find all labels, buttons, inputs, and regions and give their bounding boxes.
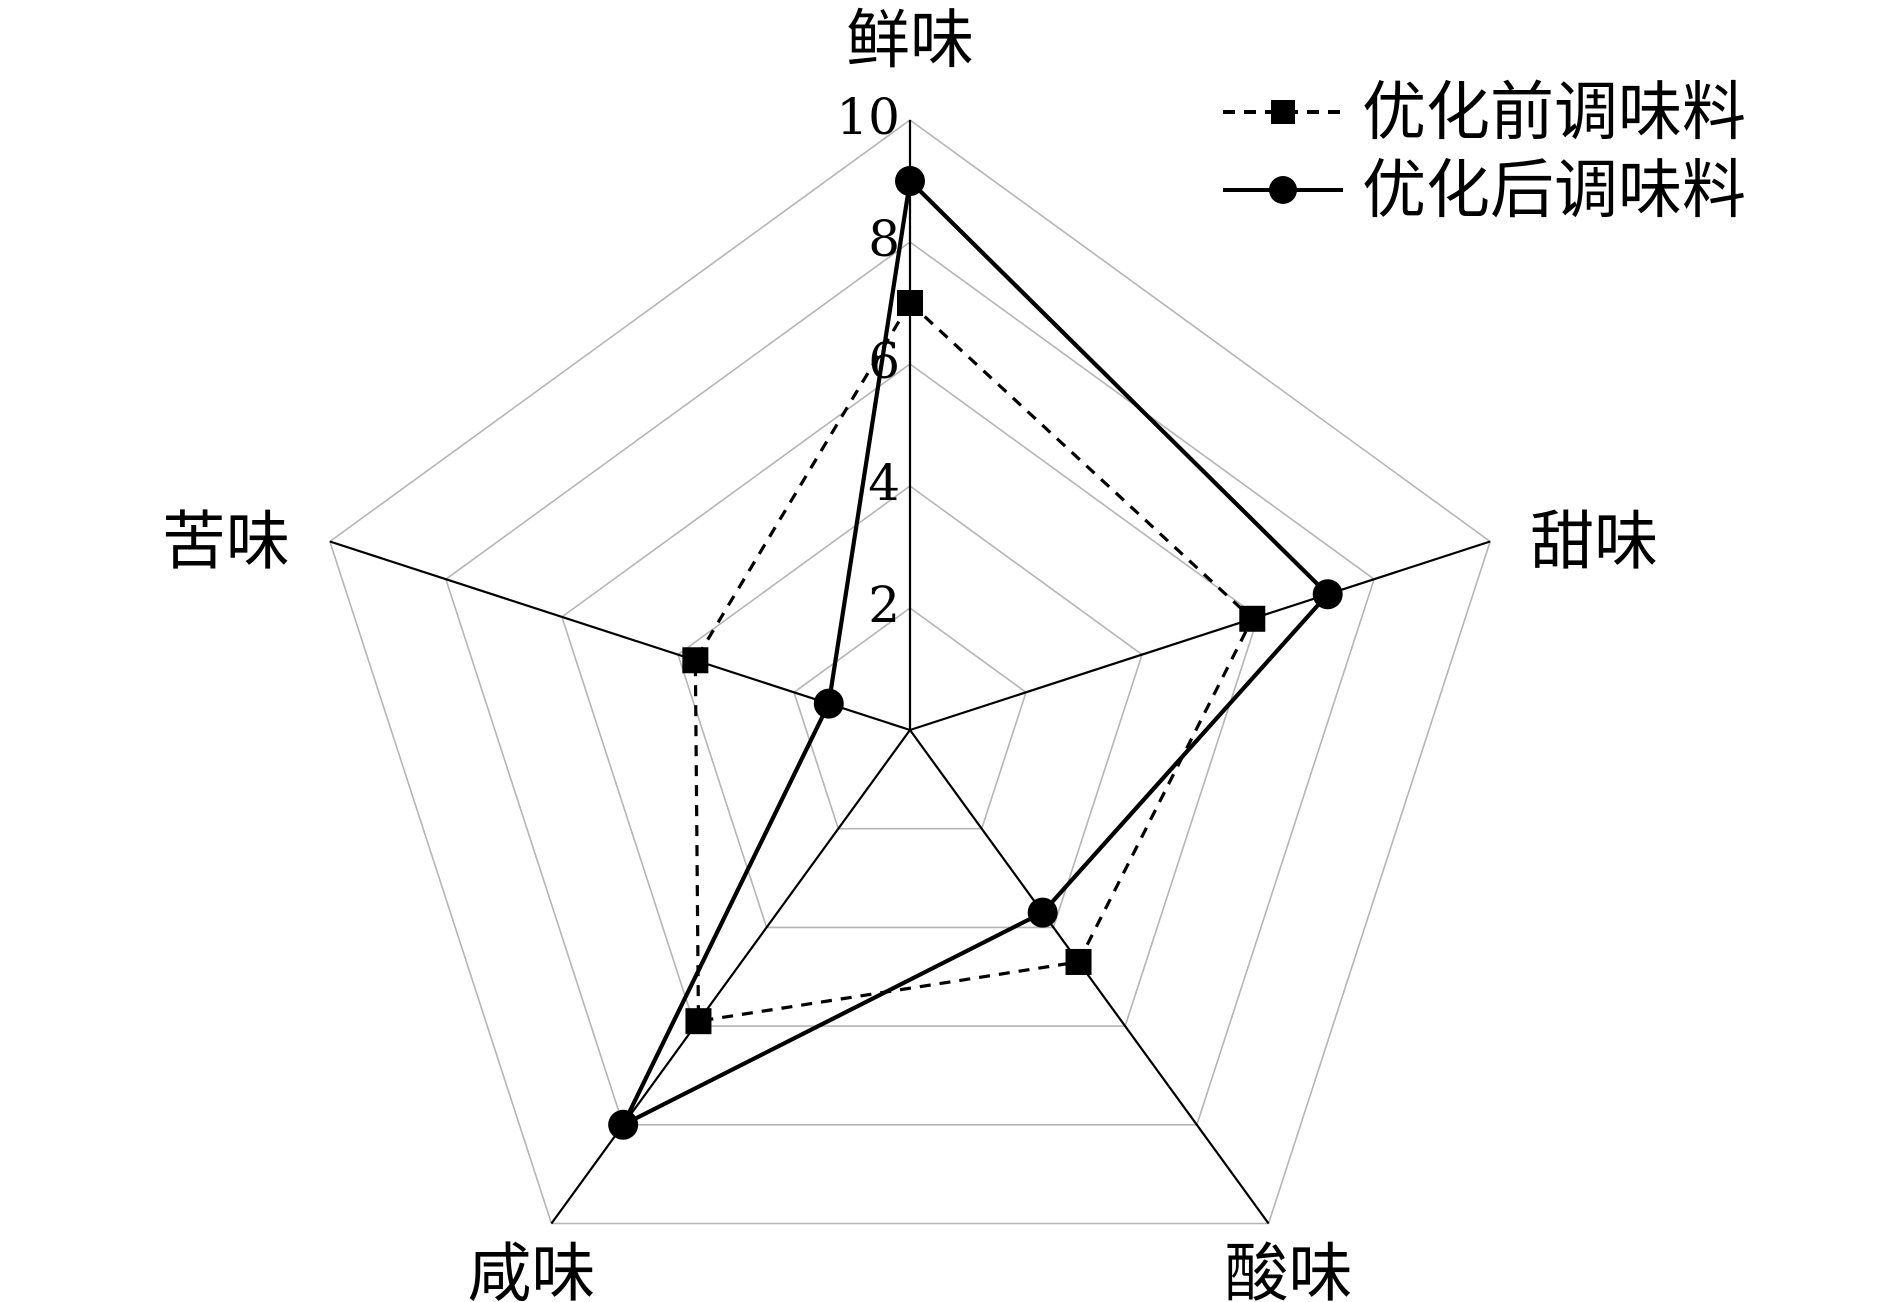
series-1-point-1 bbox=[1312, 579, 1343, 610]
series-1-point-3 bbox=[608, 1109, 639, 1140]
radar-series bbox=[608, 166, 1343, 1140]
spoke-4 bbox=[329, 540, 911, 732]
series-1-point-4 bbox=[813, 688, 844, 719]
legend: 优化前调味料 优化后调味料 bbox=[1223, 76, 1746, 228]
series-0-point-3 bbox=[685, 1008, 712, 1035]
legend-item-before: 优化前调味料 bbox=[1223, 76, 1746, 150]
tick-label-10: 10 bbox=[836, 88, 900, 146]
series-0-point-1 bbox=[1239, 605, 1266, 632]
axis-label-4: 苦味 bbox=[162, 505, 290, 579]
spoke-1 bbox=[909, 540, 1491, 732]
spoke-2 bbox=[909, 729, 1270, 1225]
legend-label-after: 优化后调味料 bbox=[1362, 154, 1746, 228]
series-0-point-0 bbox=[897, 290, 923, 316]
tick-label-6: 6 bbox=[868, 332, 900, 390]
legend-marker-circle-icon bbox=[1269, 176, 1297, 204]
axis-label-0: 鲜味 bbox=[846, 4, 974, 78]
tick-label-4: 4 bbox=[868, 454, 900, 512]
grid-ring-10 bbox=[328, 119, 1492, 1225]
radar-spokes bbox=[329, 120, 1491, 1225]
series-0-point-4 bbox=[682, 647, 709, 674]
tick-label-8: 8 bbox=[868, 210, 900, 268]
axis-label-1: 甜味 bbox=[1530, 505, 1658, 579]
axis-label-2: 酸味 bbox=[1225, 1238, 1353, 1302]
radial-tick-labels: 2 4 6 8 10 bbox=[836, 88, 900, 634]
grid-ring-2 bbox=[793, 607, 1027, 830]
grid-ring-4 bbox=[677, 485, 1143, 929]
spoke-3 bbox=[550, 729, 911, 1225]
legend-item-after: 优化后调味料 bbox=[1223, 154, 1746, 228]
tick-label-2: 2 bbox=[868, 576, 900, 634]
grid-ring-8 bbox=[444, 241, 1376, 1126]
radar-grid bbox=[328, 119, 1492, 1225]
legend-marker-square-icon bbox=[1271, 100, 1295, 124]
series-1-point-0 bbox=[895, 166, 925, 196]
axis-label-3: 咸味 bbox=[467, 1238, 595, 1302]
legend-label-before: 优化前调味料 bbox=[1362, 76, 1746, 150]
series-1-point-2 bbox=[1027, 897, 1058, 928]
series-line-1 bbox=[621, 178, 1330, 1127]
series-0-point-2 bbox=[1065, 948, 1092, 975]
grid-ring-6 bbox=[560, 363, 1260, 1027]
